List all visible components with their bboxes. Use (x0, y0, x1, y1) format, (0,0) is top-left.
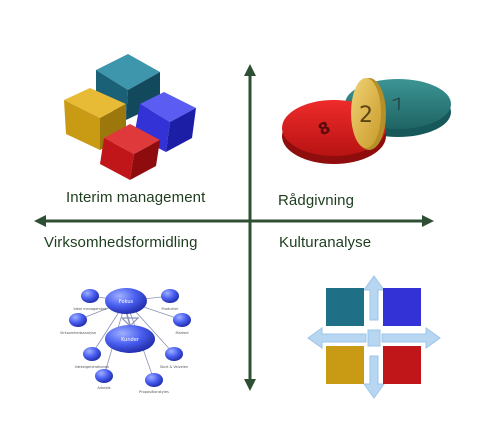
disk-label-gold: 2 (359, 103, 373, 128)
light-blue-cross-arrows (307, 275, 441, 399)
network-node (161, 289, 179, 303)
network-node-label: Stort & Velvelen (160, 365, 188, 369)
network-hub-label: Fokus (119, 299, 134, 305)
label-radgivning: Rådgivning (278, 192, 355, 209)
label-virksomhedsformidling: Virksomhedsformidling (44, 234, 198, 251)
network-node (81, 289, 99, 303)
network-hub-node (105, 288, 147, 314)
network-node (69, 313, 87, 327)
network-node-label: Produkter (162, 307, 180, 311)
network-node-label: Arbejds (97, 386, 110, 390)
red-cube (100, 124, 160, 180)
gold-square (326, 346, 364, 384)
network-node-label: Virksomhedsanalyse (60, 331, 96, 335)
network-node (95, 369, 113, 383)
network-node-label: Marked (176, 331, 189, 335)
label-kulturanalyse: Kulturanalyse (279, 234, 372, 251)
teal-square (326, 288, 364, 326)
network-diagram-icon: Ideal management ProdukterVirksomhedsanal… (60, 288, 191, 394)
network-node-label: Vækstgenerationen (75, 365, 109, 369)
gold-disk: 2 (351, 78, 386, 150)
network-center-label: Kunder (121, 337, 140, 343)
network-node-label: Propositionstyles (139, 390, 169, 394)
color-grid-cross-icon (307, 275, 441, 399)
axes (34, 64, 434, 391)
network-node (165, 347, 183, 361)
stacked-cubes-icon (64, 54, 196, 180)
red-square (383, 346, 421, 384)
network-node (173, 313, 191, 327)
network-node-label: Ideal management (73, 307, 107, 311)
network-node (145, 373, 163, 387)
blue-square (383, 288, 421, 326)
network-node (83, 347, 101, 361)
label-interim-management: Interim management (66, 189, 206, 206)
numbered-disks-icon: 7 8 2 (282, 78, 451, 164)
network-center-node (105, 325, 155, 353)
